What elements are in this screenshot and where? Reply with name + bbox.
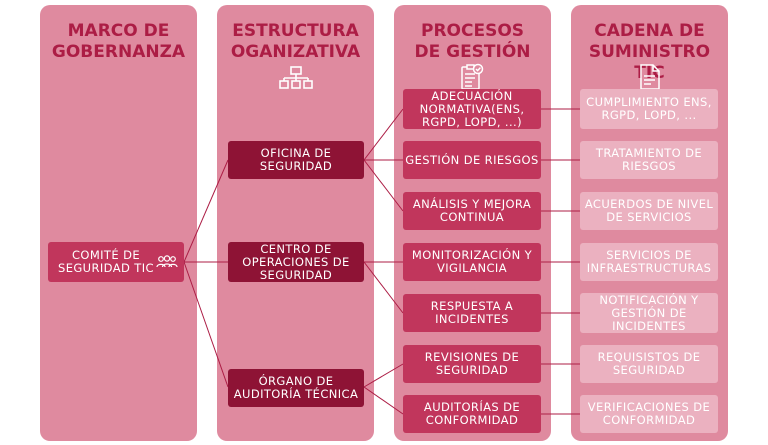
committee-box: COMITÉ DE SEGURIDAD TIC bbox=[48, 242, 184, 282]
process-item: ADECUACIÓN NORMATIVA(ENS, RGPD, LOPD, ..… bbox=[403, 89, 541, 129]
column-governance: MARCO DE GOBERNANZA bbox=[40, 5, 197, 441]
supply-item: TRATAMIENTO DE RIESGOS bbox=[580, 141, 718, 179]
supply-item: REQUISISTOS DE SEGURIDAD bbox=[580, 345, 718, 383]
column-structure: ESTRUCTURA OGANIZATIVA bbox=[217, 5, 374, 441]
supply-item: ACUERDOS DE NIVEL DE SERVICIOS bbox=[580, 192, 718, 230]
supply-item: VERIFICACIONES DE CONFORMIDAD bbox=[580, 395, 718, 433]
process-item: RESPUESTA A INCIDENTES bbox=[403, 294, 541, 332]
connector-committee-office bbox=[183, 159, 229, 263]
supply-item: CUMPLIMIENTO ENS, RGPD, LOPD, ... bbox=[580, 89, 718, 129]
process-item: REVISIONES DE SEGURIDAD bbox=[403, 345, 541, 383]
people-group-icon bbox=[156, 255, 178, 268]
column-title-structure: ESTRUCTURA OGANIZATIVA bbox=[230, 21, 361, 62]
document-icon bbox=[640, 64, 660, 90]
process-item: AUDITORÍAS DE CONFORMIDAD bbox=[403, 395, 541, 433]
org-chart-icon bbox=[279, 66, 313, 89]
connector-audit-p6 bbox=[363, 363, 404, 388]
connector-office-p3 bbox=[363, 159, 404, 212]
committee-label: COMITÉ DE SEGURIDAD TIC bbox=[58, 248, 154, 275]
connector-committee-audit bbox=[183, 261, 229, 388]
structure-item-audit: ÓRGANO DE AUDITORÍA TÉCNICA bbox=[228, 369, 364, 407]
connector-office-p1 bbox=[363, 108, 404, 161]
structure-item-office: OFICINA DE SEGURIDAD bbox=[228, 141, 364, 179]
structure-item-soc: CENTRO DE OPERACIONES DE SEGURIDAD bbox=[228, 242, 364, 282]
connector-soc-p5 bbox=[363, 261, 404, 314]
process-item: GESTIÓN DE RIESGOS bbox=[403, 141, 541, 179]
column-title-processes: PROCESOS DE GESTIÓN bbox=[414, 21, 531, 62]
supply-item: SERVICIOS DE INFRAESTRUCTURAS bbox=[580, 243, 718, 281]
column-title-governance: MARCO DE GOBERNANZA bbox=[51, 21, 186, 62]
checklist-icon bbox=[461, 63, 484, 90]
supply-item: NOTIFICACIÓN Y GESTIÓN DE INCIDENTES bbox=[580, 293, 718, 333]
connector-audit-p7 bbox=[363, 386, 404, 415]
column-title-supply: CADENA DE SUMINISTRO TIC bbox=[588, 21, 711, 83]
process-item: ANÁLISIS Y MEJORA CONTINUA bbox=[403, 192, 541, 230]
process-item: MONITORIZACIÓN Y VIGILANCIA bbox=[403, 243, 541, 281]
